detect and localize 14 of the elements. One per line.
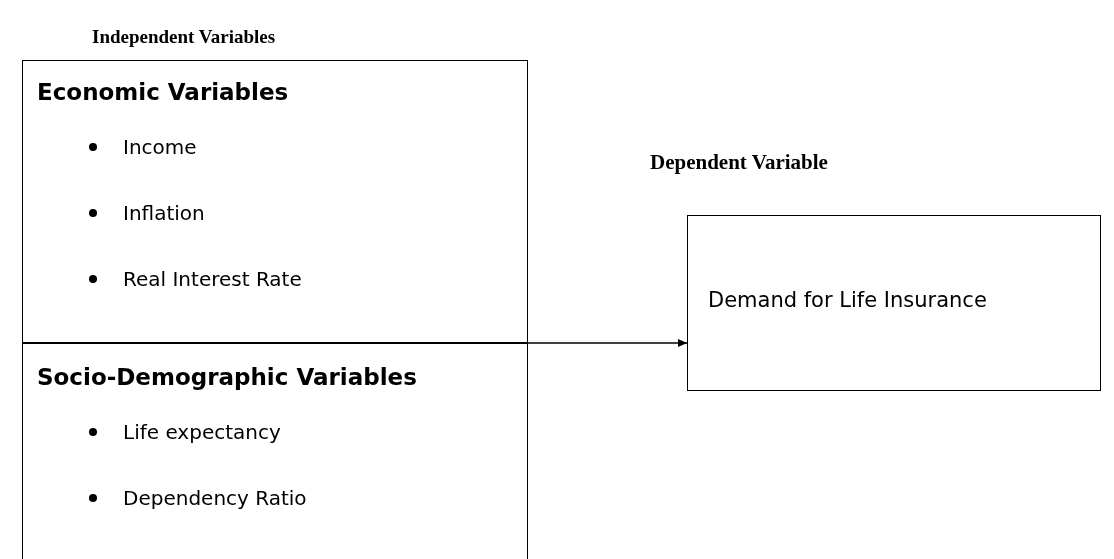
variable-box [22, 343, 528, 559]
variable-box [22, 60, 528, 343]
box-heading: Socio-Demographic Variables [37, 364, 417, 390]
box-heading: Economic Variables [37, 79, 289, 105]
section-label: Dependent Variable [650, 150, 828, 175]
outcome-box [687, 215, 1101, 391]
box-text: Demand for Life Insurance [708, 288, 987, 312]
list-item: Income [123, 135, 197, 159]
list-item: Real Interest Rate [123, 267, 302, 291]
arrow [527, 339, 688, 347]
list-item: Dependency Ratio [123, 486, 307, 510]
list-item: Life expectancy [123, 420, 281, 444]
section-label: Independent Variables [92, 26, 276, 48]
list-item: Inflation [123, 201, 205, 225]
